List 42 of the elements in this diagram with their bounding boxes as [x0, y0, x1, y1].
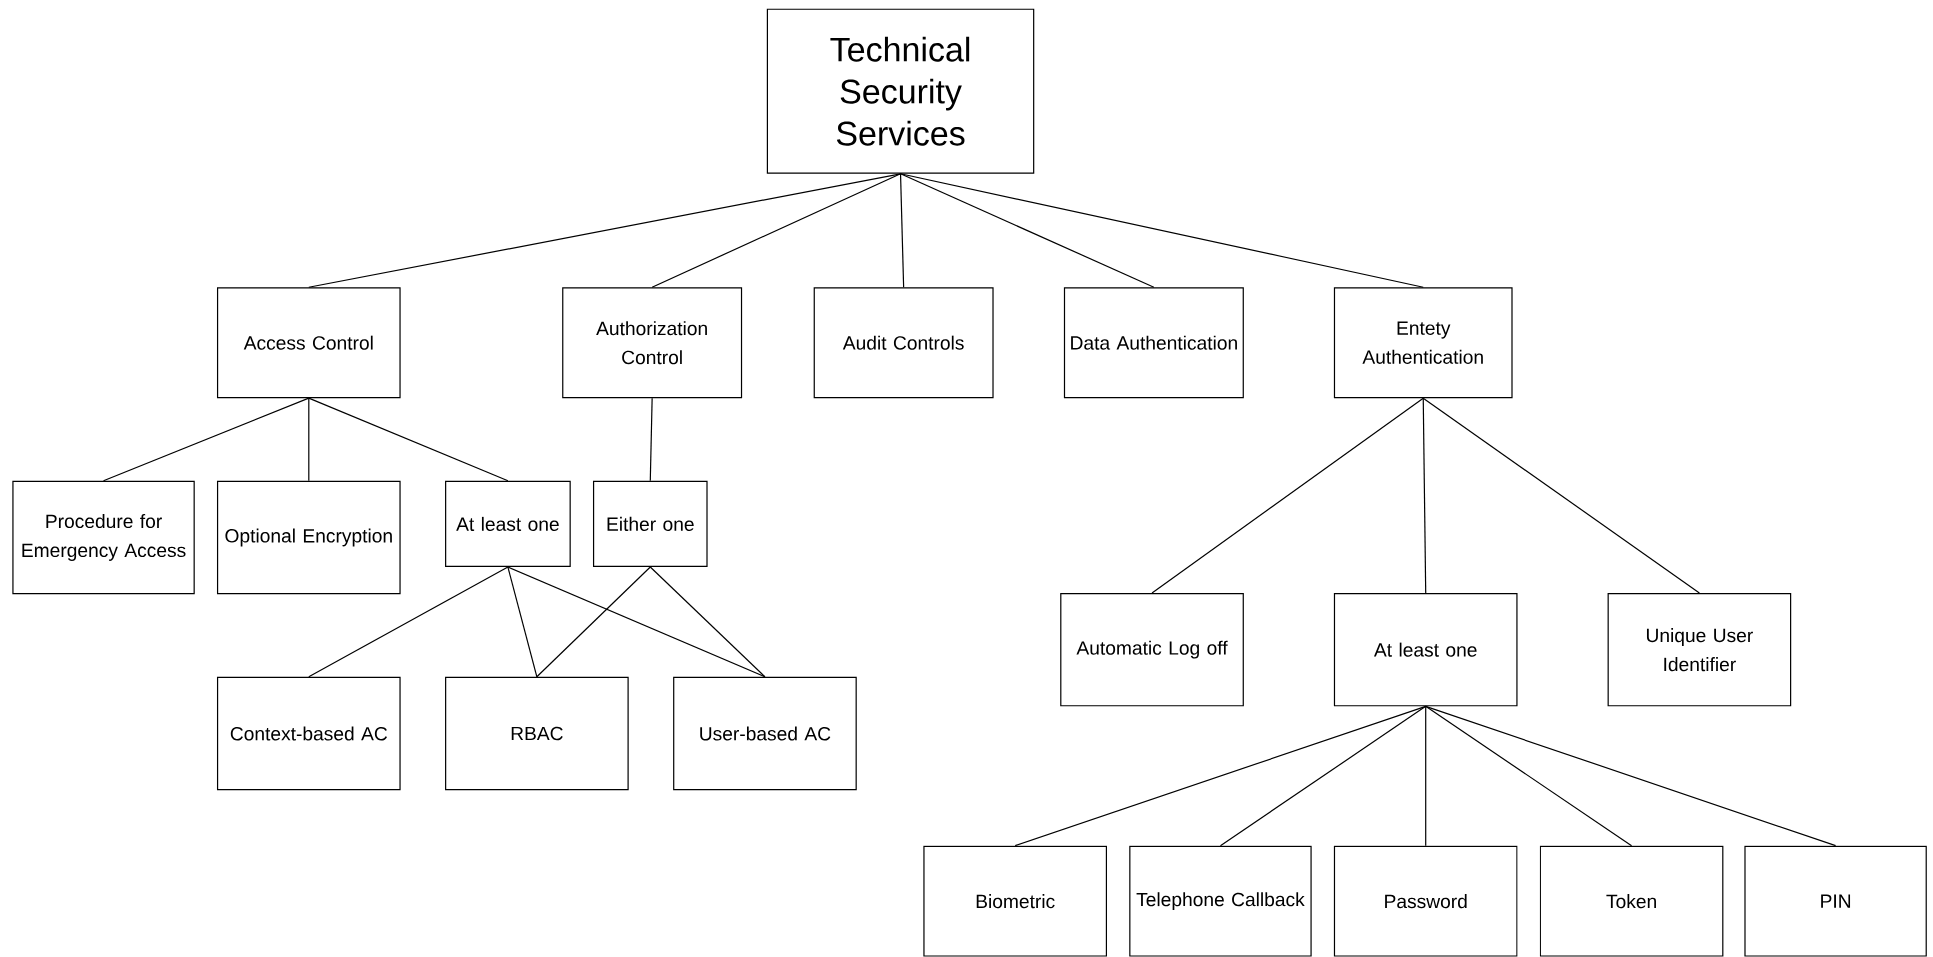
- connector-line: [1425, 705, 1427, 847]
- connector-line: [308, 397, 509, 482]
- box: Optional Encryption: [217, 480, 401, 595]
- box: Access Control: [217, 287, 401, 399]
- connector-line: [102, 397, 310, 482]
- box: Entety Authentication: [1333, 287, 1513, 399]
- box: Token: [1539, 845, 1724, 957]
- box: User-based AC: [673, 676, 857, 791]
- connector-line: [507, 566, 766, 678]
- box: Data Authentication: [1063, 287, 1244, 399]
- connector-line: [899, 173, 905, 288]
- box: PIN: [1744, 845, 1927, 957]
- box: Telephone Callback: [1129, 845, 1312, 957]
- connector-line: [308, 566, 509, 678]
- connector-line: [536, 566, 651, 678]
- connector-line: [1151, 397, 1424, 594]
- connector-line: [1425, 705, 1837, 847]
- connector-line: [649, 397, 653, 482]
- connector-line: [1014, 705, 1427, 847]
- box: Authorization Control: [562, 287, 743, 399]
- connector-line: [1422, 397, 1427, 594]
- connector-line: [308, 397, 310, 482]
- connector-line: [308, 173, 902, 288]
- box: Automatic Log off: [1060, 592, 1244, 707]
- box: Context-based AC: [217, 676, 401, 791]
- box: Unique User Identifier: [1607, 592, 1792, 707]
- connector-line: [1422, 397, 1700, 594]
- connector-line: [1219, 705, 1427, 847]
- connector-line: [651, 173, 902, 288]
- box: Technical Security Services: [766, 8, 1035, 174]
- box: At least one: [445, 480, 571, 568]
- box: Either one: [593, 480, 708, 568]
- box: Audit Controls: [813, 287, 994, 399]
- box: Biometric: [923, 845, 1107, 957]
- connector-line: [649, 566, 766, 678]
- connector-line: [899, 173, 1424, 288]
- box: At least one: [1333, 592, 1518, 707]
- connector-line: [1425, 705, 1633, 847]
- connector-line: [507, 566, 538, 678]
- box: Password: [1333, 845, 1518, 957]
- box: Procedure for Emergency Access: [12, 480, 195, 595]
- box: RBAC: [445, 676, 629, 791]
